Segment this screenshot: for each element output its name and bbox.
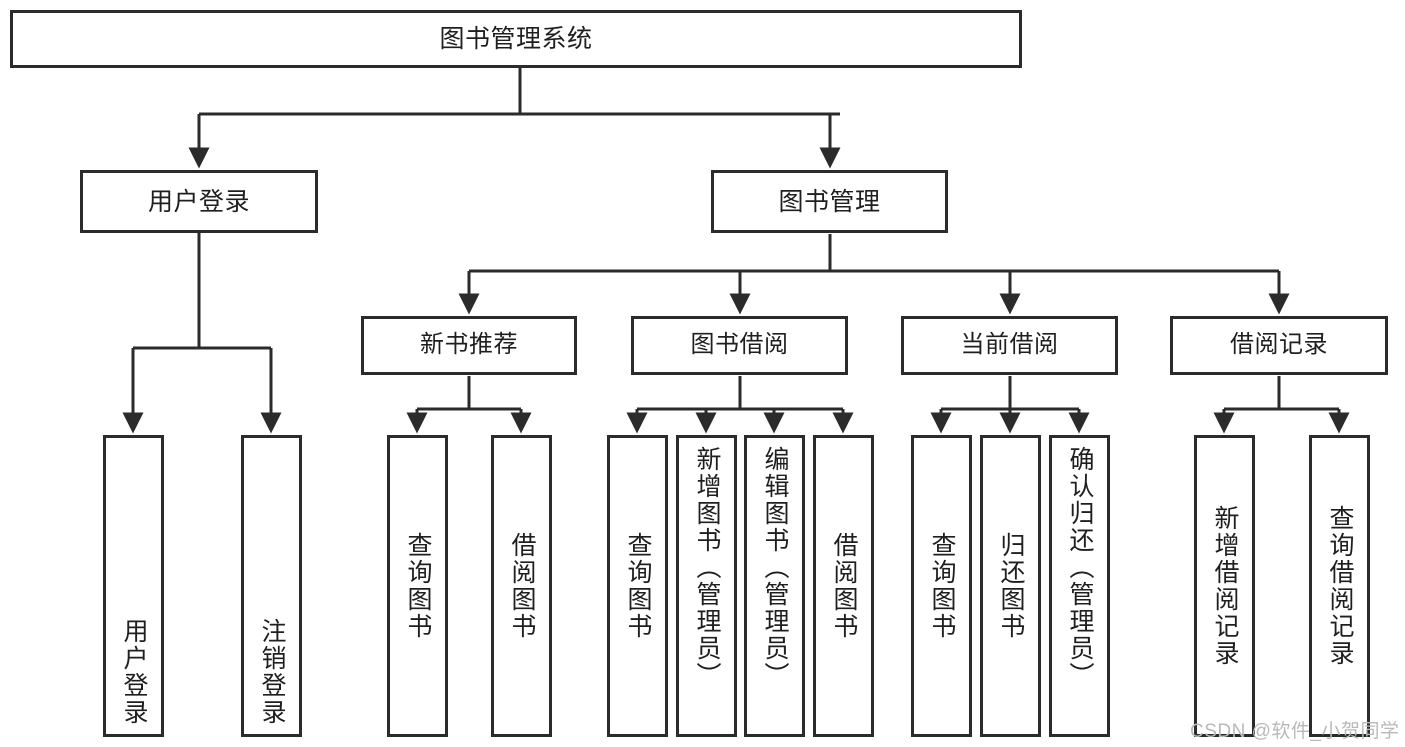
node-new-book-recommend[interactable]: 新书推荐 [361,316,577,375]
leaf-new-book-borrow-label: 借阅图书 [508,532,536,640]
leaf-current-borrow-query[interactable]: 查询图书 [911,435,972,737]
leaf-new-book-query[interactable]: 查询图书 [387,435,448,737]
node-book-borrow[interactable]: 图书借阅 [631,316,848,375]
leaf-new-book-query-label: 查询图书 [404,532,432,640]
node-borrow-record[interactable]: 借阅记录 [1170,316,1388,375]
leaf-book-borrow-edit[interactable]: 编辑图书（管理员） [744,435,805,737]
leaf-book-borrow-query[interactable]: 查询图书 [607,435,668,737]
leaf-user-login-login-label: 用户登录 [120,618,148,726]
leaf-current-borrow-query-label: 查询图书 [928,532,956,640]
node-book-borrow-label: 图书借阅 [690,331,789,359]
leaf-book-borrow-add-label: 新增图书（管理员） [693,446,721,689]
leaf-borrow-record-query[interactable]: 查询借阅记录 [1309,435,1370,737]
watermark-text: CSDN @软件_小贺同学 [1190,721,1400,742]
node-current-borrow-label: 当前借阅 [960,331,1059,359]
leaf-book-borrow-edit-label: 编辑图书（管理员） [761,446,789,689]
node-user-login[interactable]: 用户登录 [80,170,318,233]
leaf-book-borrow-add[interactable]: 新增图书（管理员） [676,435,737,737]
node-book-management-label: 图书管理 [778,187,881,216]
node-root-label: 图书管理系统 [439,25,593,53]
leaf-book-borrow-query-label: 查询图书 [624,532,652,640]
leaf-user-login-logout[interactable]: 注销登录 [241,435,302,737]
leaf-current-borrow-return-label: 归还图书 [997,532,1025,640]
leaf-current-borrow-confirm[interactable]: 确认归还（管理员） [1049,435,1110,737]
leaf-current-borrow-return[interactable]: 归还图书 [980,435,1041,737]
node-user-login-label: 用户登录 [147,187,250,216]
leaf-current-borrow-confirm-label: 确认归还（管理员） [1066,446,1094,689]
leaf-borrow-record-query-label: 查询借阅记录 [1326,505,1354,667]
node-borrow-record-label: 借阅记录 [1230,331,1328,359]
leaf-user-login-login[interactable]: 用户登录 [103,435,164,737]
leaf-borrow-record-add-label: 新增借阅记录 [1211,505,1239,667]
leaf-new-book-borrow[interactable]: 借阅图书 [491,435,552,737]
leaf-borrow-record-add[interactable]: 新增借阅记录 [1194,435,1255,737]
node-new-book-recommend-label: 新书推荐 [420,331,518,359]
node-book-management[interactable]: 图书管理 [711,170,948,233]
leaf-book-borrow-borrow[interactable]: 借阅图书 [813,435,874,737]
node-root[interactable]: 图书管理系统 [10,10,1022,68]
leaf-book-borrow-borrow-label: 借阅图书 [830,532,858,640]
leaf-user-login-logout-label: 注销登录 [258,618,286,726]
node-current-borrow[interactable]: 当前借阅 [901,316,1118,375]
